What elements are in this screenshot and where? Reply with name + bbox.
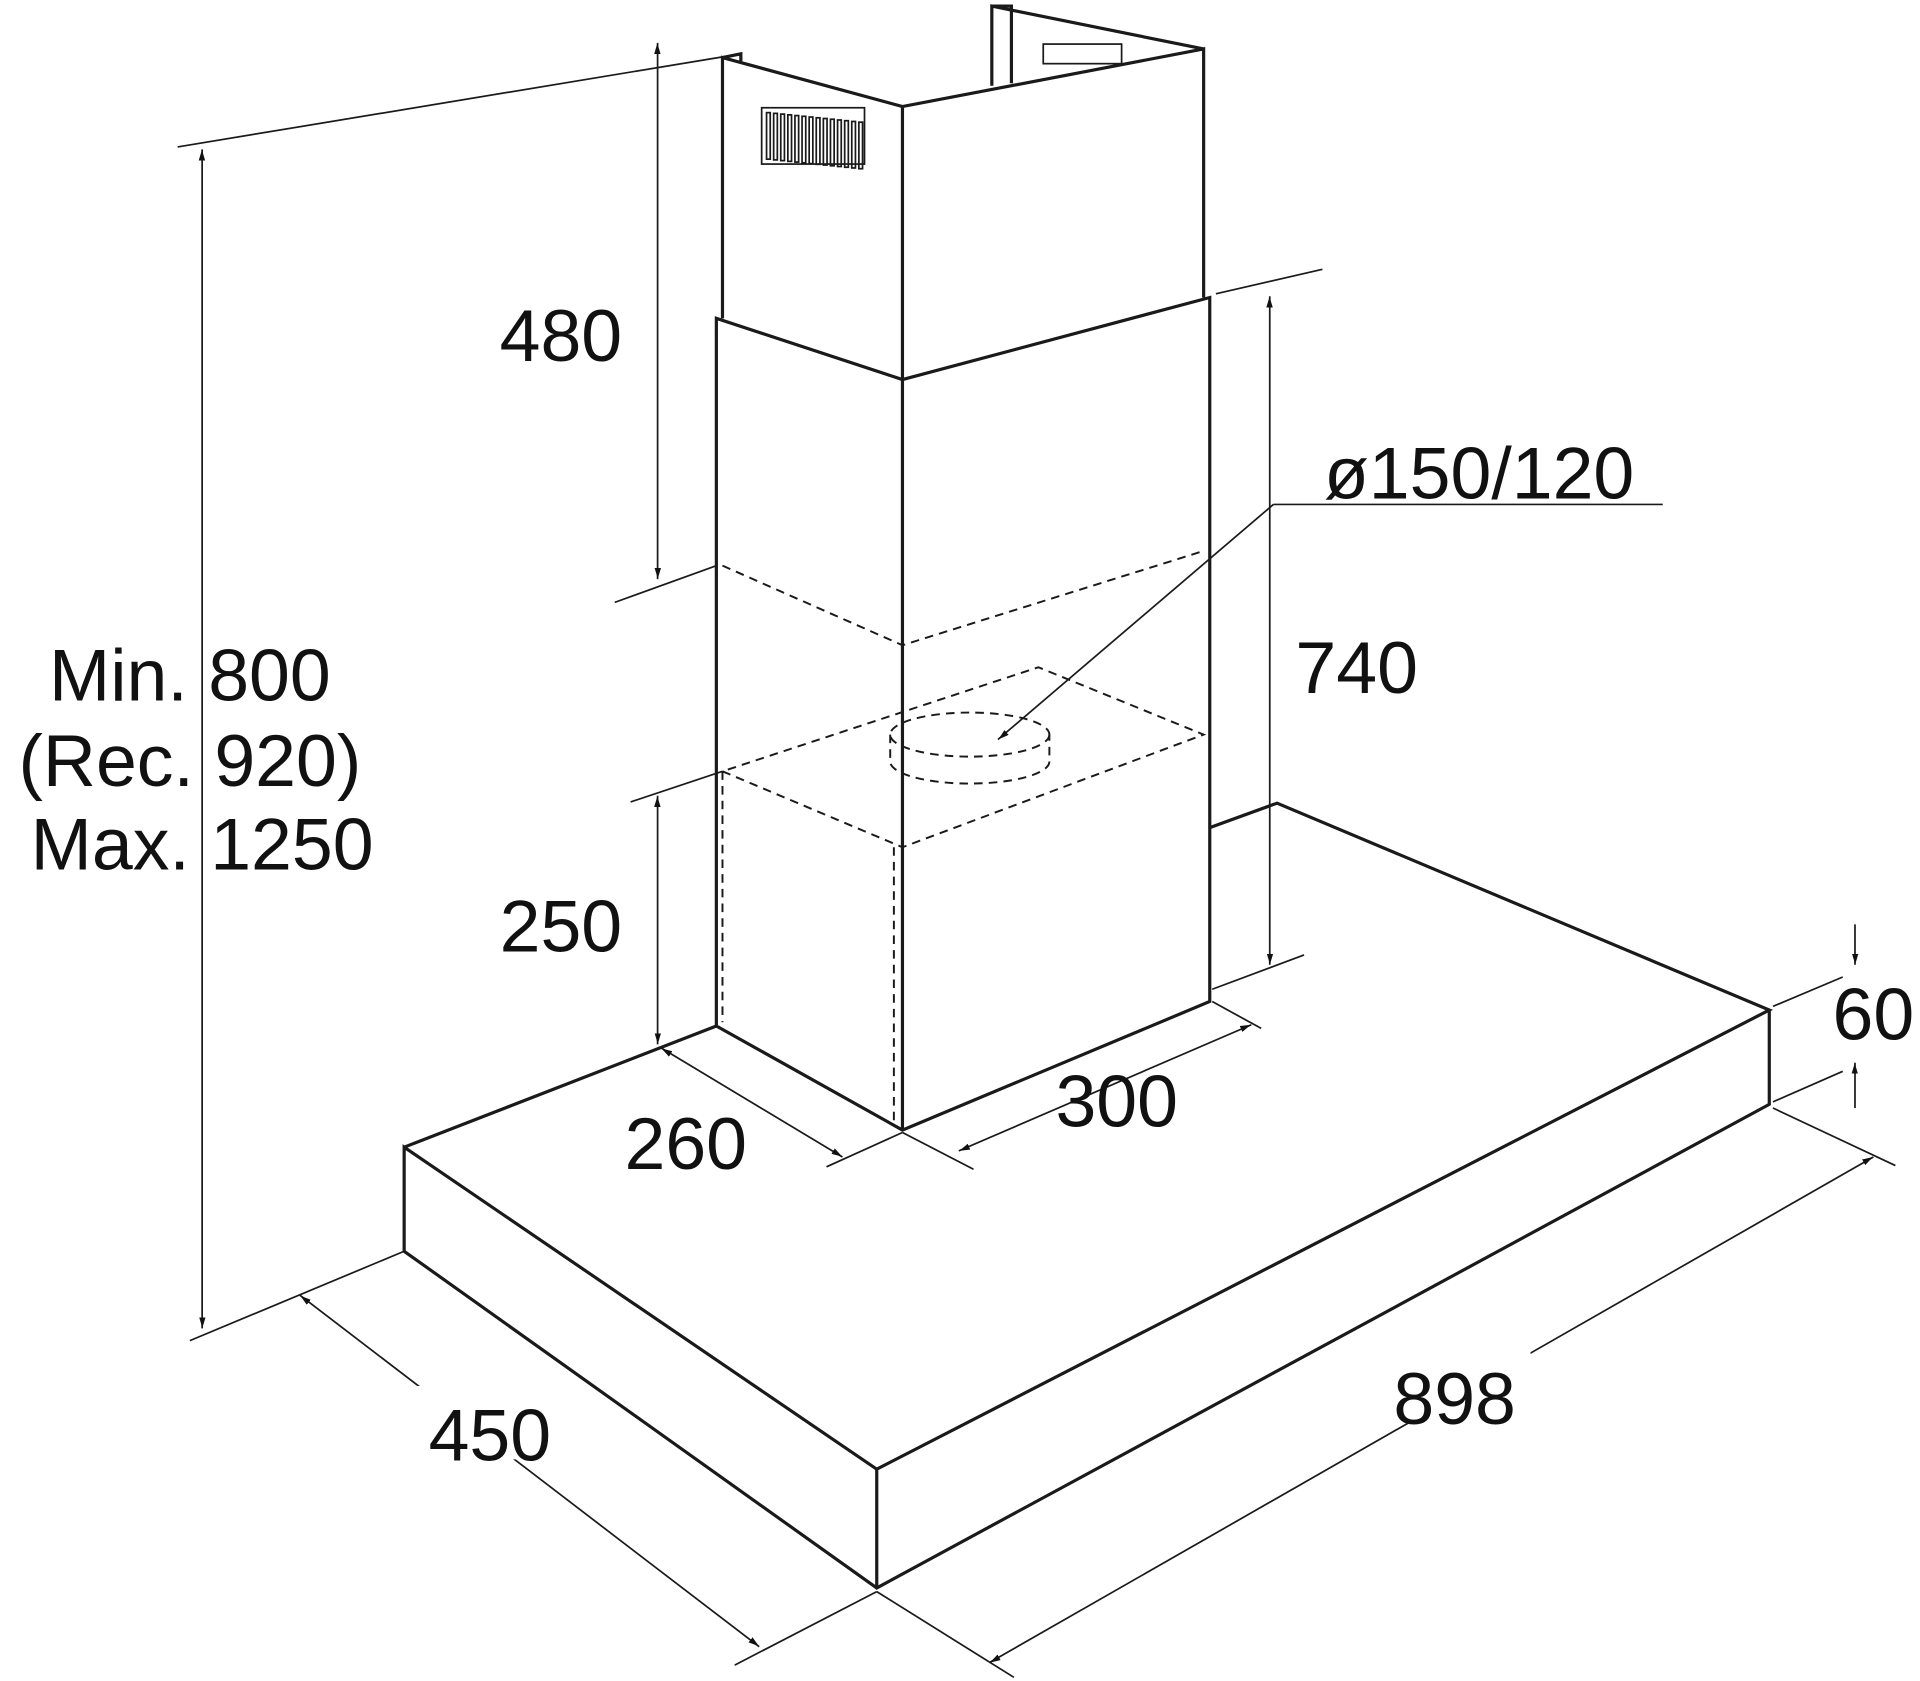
chimney-width-label: 300 xyxy=(1055,1060,1178,1142)
chimney-lower-label: 250 xyxy=(500,885,623,967)
chimney-upper xyxy=(720,4,1206,380)
duct-diameter-label: ø150/120 xyxy=(1324,432,1634,514)
height-max-label: Max. 1250 xyxy=(31,803,374,885)
vent-slot xyxy=(829,118,835,167)
chimney-total-label: 740 xyxy=(1295,627,1418,709)
vent-slot xyxy=(772,112,779,161)
hood-thickness-label: 60 xyxy=(1833,973,1915,1055)
vent-slot xyxy=(801,115,807,164)
dimension-labels: Min. 800 (Rec. 920) Max. 1250 480 250 74… xyxy=(18,284,1914,1477)
vent-slot xyxy=(787,113,793,163)
chimney-depth-label: 260 xyxy=(624,1103,747,1185)
hood-width-label: 898 xyxy=(1393,1358,1516,1440)
vent-slot xyxy=(808,116,814,165)
height-min-label: Min. 800 xyxy=(49,634,331,716)
vent-slot xyxy=(843,119,850,169)
height-rec-label: (Rec. 920) xyxy=(18,720,361,802)
vent-slot xyxy=(850,120,857,169)
vent-slot xyxy=(836,119,843,168)
hidden-lines xyxy=(721,550,1207,1121)
chimney-upper-label: 480 xyxy=(500,295,623,377)
vent-slot xyxy=(858,121,864,170)
vent-slots xyxy=(760,43,1123,170)
chimney-lower xyxy=(714,295,1212,1132)
vent-slot xyxy=(815,116,821,166)
vent-slot xyxy=(822,117,828,166)
vent-slot xyxy=(779,113,786,162)
hood-depth-label: 450 xyxy=(429,1395,552,1477)
vent-slot xyxy=(765,111,772,161)
vent-slot xyxy=(794,114,800,163)
dimension-lines xyxy=(177,42,1896,1679)
